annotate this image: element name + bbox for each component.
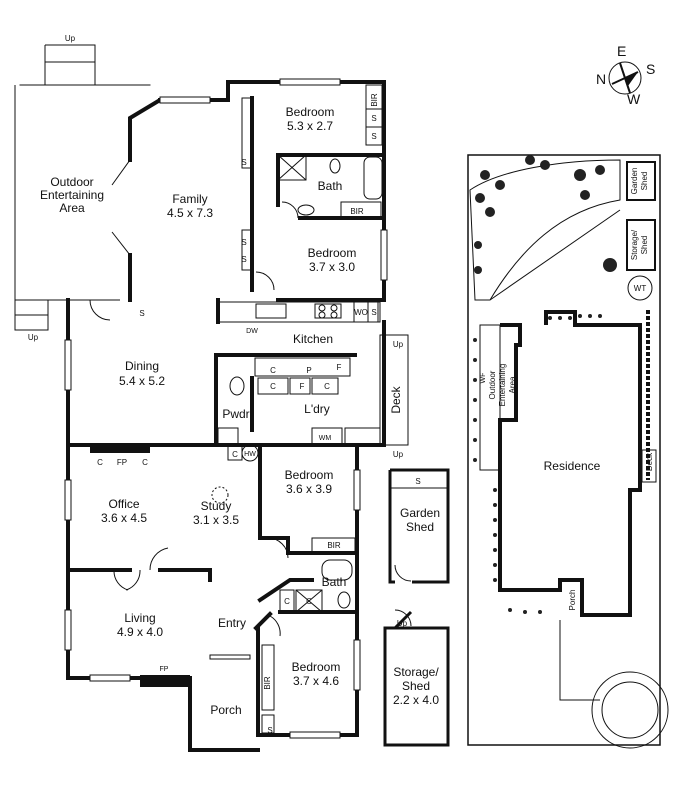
garden-shed-line2: Shed	[406, 520, 434, 534]
office-size: 3.6 x 4.5	[101, 511, 147, 525]
outdoor-line1: Outdoor	[50, 175, 93, 189]
outdoor-outline	[14, 44, 131, 331]
compass-e-label: E	[617, 43, 626, 59]
outdoor-line2: Entertaining	[40, 188, 104, 202]
dw-label: DW	[246, 328, 258, 335]
site-porch-label: Porch	[568, 590, 577, 611]
site-wt-label: WT	[634, 284, 647, 293]
dining-name: Dining	[125, 359, 159, 373]
bedroom1-size: 5.3 x 2.7	[287, 119, 333, 133]
office-name: Office	[108, 497, 139, 511]
entry-name: Entry	[218, 616, 246, 630]
laundry-name: L'dry	[304, 402, 330, 416]
family-name: Family	[172, 192, 207, 206]
family-size: 4.5 x 7.3	[167, 206, 213, 220]
bedroom4-name: Bedroom	[292, 660, 341, 674]
kitchen-name: Kitchen	[293, 332, 333, 346]
site-wf-label: WF	[480, 373, 487, 384]
site-storage-shed-line1: Storage/	[630, 229, 639, 260]
study-name: Study	[201, 499, 232, 513]
bedroom3-size: 3.6 x 3.9	[286, 482, 332, 496]
site-garden-shed-line2: Shed	[640, 172, 649, 191]
room-labels: Bedroom 5.3 x 2.7 Outdoor Entertaining A…	[40, 105, 440, 717]
windows	[64, 78, 388, 739]
dining-size: 5.4 x 5.2	[119, 374, 165, 388]
bedroom3-name: Bedroom	[285, 468, 334, 482]
s-label-6: S	[139, 309, 144, 318]
c-label-5: C	[97, 458, 103, 467]
c-label-6: C	[142, 458, 148, 467]
site-residence-label: Residence	[544, 459, 601, 473]
c-label-4: C	[232, 450, 238, 459]
site-outdoor-line1: Outdoor	[488, 370, 497, 399]
up-label-deck-bottom: Up	[393, 450, 404, 459]
storage-shed-line2: Shed	[402, 679, 430, 693]
s-label-9: S	[415, 477, 420, 486]
up-label-top: Up	[65, 34, 76, 43]
bedroom2-name: Bedroom	[308, 246, 357, 260]
s-label-4: S	[241, 238, 246, 247]
study-size: 3.1 x 3.5	[193, 513, 239, 527]
garden-shed-line1: Garden	[400, 506, 440, 520]
sheds	[383, 468, 450, 747]
site-plan	[467, 154, 669, 749]
living-name: Living	[124, 611, 155, 625]
c-label-1: C	[270, 366, 276, 375]
compass-s-label: S	[646, 61, 655, 77]
fp-label-2: FP	[160, 666, 169, 673]
living-size: 4.9 x 4.0	[117, 625, 163, 639]
storage-shed-line1: Storage/	[393, 665, 439, 679]
c-label-8: C	[306, 597, 312, 606]
s-label-8: S	[267, 726, 272, 735]
site-outdoor-line2: Entertaining	[498, 364, 507, 407]
fixtures	[211, 84, 409, 734]
wo-label: WO	[354, 308, 368, 317]
bath2-name: Bath	[322, 575, 347, 589]
fixture-labels: Up Up Up Up Up BIR S S S S S BIR S DW WO…	[28, 34, 421, 735]
s-label-3: S	[241, 158, 246, 167]
doors	[89, 201, 412, 637]
p-label: P	[306, 366, 311, 375]
site-labels: Residence Porch Deck WT WF Outdoor Enter…	[480, 168, 654, 611]
site-storage-shed-line2: Shed	[640, 236, 649, 255]
c-label-2: C	[270, 382, 276, 391]
porch-name: Porch	[210, 703, 241, 717]
storage-shed-size: 2.2 x 4.0	[393, 693, 439, 707]
fireplaces	[90, 443, 190, 687]
c-label-7: C	[284, 597, 290, 606]
up-label-left: Up	[28, 333, 39, 342]
bir-label-3: BIR	[327, 541, 341, 550]
s-label-7: S	[371, 308, 376, 317]
s-label-1: S	[371, 114, 376, 123]
up-label-storage: Up	[397, 619, 408, 628]
f-label-1: F	[337, 363, 342, 372]
site-outdoor-line3: Area	[508, 376, 517, 393]
c-label-3: C	[324, 382, 330, 391]
s-label-5: S	[241, 255, 246, 264]
bir-label-4: BIR	[263, 676, 272, 690]
compass-w-label: W	[627, 91, 641, 107]
up-label-deck-top: Up	[393, 340, 404, 349]
pwdr-name: Pwdr	[222, 407, 249, 421]
fp-label-1: FP	[117, 458, 127, 467]
bedroom4-size: 3.7 x 4.6	[293, 674, 339, 688]
compass: E S N W	[596, 43, 655, 107]
bir-label-1: BIR	[370, 93, 379, 107]
s-label-2: S	[371, 132, 376, 141]
bedroom1-name: Bedroom	[286, 105, 335, 119]
compass-n-label: N	[596, 71, 606, 87]
f-label-2: F	[300, 382, 305, 391]
wm-label: WM	[319, 435, 332, 442]
bir-label-2: BIR	[350, 207, 364, 216]
outdoor-line3: Area	[59, 201, 85, 215]
site-deck-label: Deck	[645, 452, 654, 471]
hw-label: HW	[244, 451, 256, 458]
bedroom2-size: 3.7 x 3.0	[309, 260, 355, 274]
site-garden-shed-line1: Garden	[630, 168, 639, 195]
deck-name: Deck	[389, 385, 403, 413]
bath1-name: Bath	[318, 179, 343, 193]
